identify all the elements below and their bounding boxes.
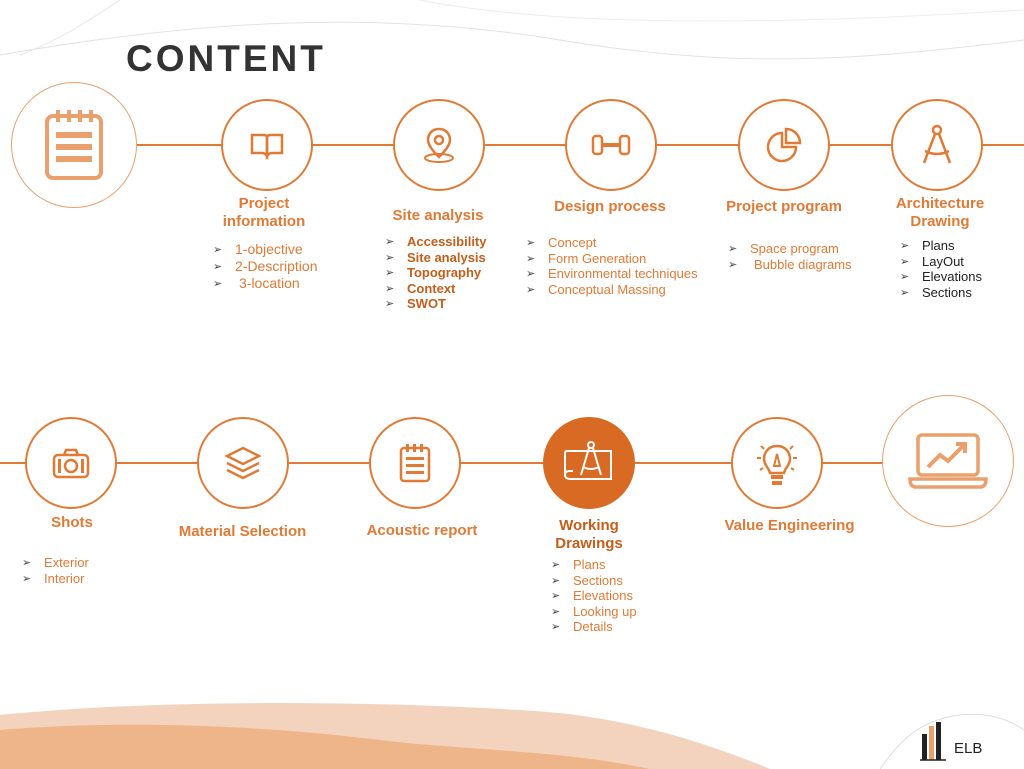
site-analysis-label: Site analysis — [392, 207, 484, 224]
outro-laptop-node[interactable] — [882, 395, 1014, 527]
list-item: Environmental techniques — [526, 266, 698, 282]
camera-icon — [52, 448, 90, 479]
lightbulb-icon — [757, 444, 797, 485]
building-logo-icon — [920, 722, 946, 761]
list-item: 2-Description — [213, 258, 317, 275]
intro-notepad-node[interactable] — [11, 82, 137, 208]
list-item: 1-objective — [213, 241, 317, 258]
list-item: Space program — [728, 241, 852, 257]
location-pin-icon — [424, 127, 454, 163]
pie-chart-icon — [766, 127, 802, 163]
value-engineering-node[interactable] — [731, 417, 823, 509]
list-item: Sections — [551, 573, 637, 589]
shots-node[interactable] — [25, 417, 117, 509]
site-analysis-node[interactable] — [393, 99, 485, 191]
list-item: Looking up — [551, 604, 637, 620]
list-item: Plans — [551, 557, 637, 573]
top-decorative-curves — [0, 0, 1024, 60]
list-item: Elevations — [551, 588, 637, 604]
list-item: Topography — [385, 265, 487, 281]
value-engineering-label: Value Engineering — [724, 517, 855, 534]
layers-icon — [224, 446, 262, 480]
brand-logo: ELB — [918, 720, 982, 762]
list-item: Details — [551, 619, 637, 635]
material-selection-node[interactable] — [197, 417, 289, 509]
material-selection-label: Material Selection — [178, 523, 307, 540]
list-item: Conceptual Massing — [526, 282, 698, 298]
list-item: Form Generation — [526, 251, 698, 267]
laptop-chart-icon — [908, 433, 988, 489]
list-item: Concept — [526, 235, 698, 251]
architecture-drawing-node[interactable] — [891, 99, 983, 191]
project-information-list: 1-objective 2-Description 3-location — [213, 241, 317, 292]
acoustic-report-node[interactable] — [369, 417, 461, 509]
site-analysis-list: Accessibility Site analysis Topography C… — [385, 234, 487, 312]
design-process-list: Concept Form Generation Environmental te… — [526, 235, 698, 297]
list-item: Context — [385, 281, 487, 297]
list-item: Plans — [900, 238, 982, 254]
acoustic-report-label: Acoustic report — [366, 522, 478, 539]
architecture-drawing-label: Architecture Drawing — [895, 195, 985, 230]
list-item: LayOut — [900, 254, 982, 270]
design-process-label: Design process — [554, 198, 666, 215]
notepad-icon — [45, 110, 103, 180]
list-item: Exterior — [22, 555, 89, 571]
logo-text: ELB — [954, 740, 983, 757]
design-process-node[interactable] — [565, 99, 657, 191]
dumbbell-icon — [591, 134, 631, 156]
compass-icon — [922, 124, 952, 164]
open-book-icon — [250, 133, 284, 160]
list-item: Bubble diagrams — [728, 257, 852, 273]
list-item: 3-location — [213, 275, 317, 292]
architecture-drawing-list: Plans LayOut Elevations Sections — [900, 238, 982, 300]
list-item: Interior — [22, 571, 89, 587]
project-program-label: Project program — [726, 198, 842, 215]
page-title: CONTENT — [126, 38, 326, 79]
list-item: Site analysis — [385, 250, 487, 266]
project-information-node[interactable] — [221, 99, 313, 191]
working-drawings-node[interactable] — [543, 417, 635, 509]
bottom-decorative-waves — [0, 703, 1024, 769]
project-program-node[interactable] — [738, 99, 830, 191]
shots-list: Exterior Interior — [22, 555, 89, 586]
list-item: Sections — [900, 285, 982, 301]
list-item: Accessibility — [385, 234, 487, 250]
project-information-label: Project information — [222, 195, 306, 230]
list-item: Elevations — [900, 269, 982, 285]
project-program-list: Space program Bubble diagrams — [728, 241, 852, 272]
list-item: SWOT — [385, 296, 487, 312]
report-icon — [399, 444, 431, 483]
working-drawings-label: Working Drawings — [555, 517, 623, 552]
blueprint-icon — [564, 441, 612, 480]
working-drawings-list: Plans Sections Elevations Looking up Det… — [551, 557, 637, 635]
shots-label: Shots — [51, 514, 93, 531]
